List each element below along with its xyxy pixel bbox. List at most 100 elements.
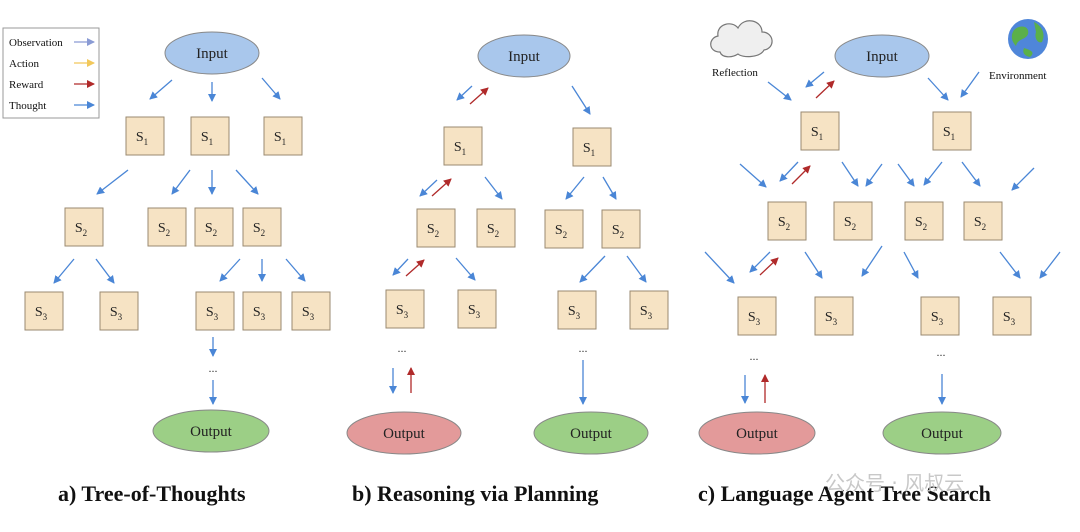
a-state-s2-box [147, 207, 187, 247]
legend: Observation Action Reward Thought [2, 27, 100, 119]
a-state-s2-box [64, 207, 104, 247]
a-thought-arrow [53, 258, 75, 284]
b-state-s3-box [557, 290, 597, 330]
cloud-icon [710, 20, 773, 58]
c-reward-arrow [759, 257, 779, 276]
c-thought-arrow [923, 161, 943, 186]
b-state-s3-box [457, 289, 497, 329]
c-state-s1-box [800, 111, 840, 151]
legend-box [2, 27, 100, 119]
a-thought-arrow [171, 169, 191, 195]
c-thought-arrow [804, 251, 823, 279]
c-observation-arrow [903, 251, 919, 279]
c-observation-arrow [739, 163, 767, 188]
a-state-s3-box [242, 291, 282, 331]
a-thought-arrow [149, 79, 173, 100]
c-ellipsis: ... [937, 345, 946, 359]
b-thought-arrow [484, 176, 503, 200]
a-input-node-text: Input [196, 46, 228, 62]
c-state-s3-box [920, 296, 960, 336]
b-output-node-text: Output [570, 426, 613, 442]
c-input-node [834, 34, 930, 78]
legend-label-reward: Reward [9, 79, 44, 91]
c-state-s3-box [737, 296, 777, 336]
b-thought-arrow [455, 257, 476, 281]
b-input-node-text: Input [508, 49, 540, 65]
c-observation-arrow [865, 163, 883, 187]
b-thought-arrow [626, 255, 647, 283]
a-state-s1-box [190, 116, 230, 156]
c-thought-arrow [749, 251, 771, 273]
c-observation-arrow [960, 71, 980, 98]
a-state-s1-box [125, 116, 165, 156]
c-observation-arrow [861, 245, 883, 277]
a-thought-arrow [95, 258, 115, 284]
b-state-s2-box [416, 208, 456, 248]
a-state-s3-box [99, 291, 139, 331]
b-reward-arrow [405, 259, 425, 277]
c-thought-arrow [927, 77, 949, 101]
c-thought-arrow [961, 161, 981, 187]
b-reward-arrow [469, 87, 489, 105]
globe-icon [1008, 19, 1048, 59]
c-reward-arrow [815, 80, 835, 99]
c-state-s3-box [992, 296, 1032, 336]
c-thought-arrow [999, 251, 1021, 279]
a-state-s3-box [24, 291, 64, 331]
c-observation-arrow [704, 251, 735, 284]
c-observation-arrow [767, 81, 792, 101]
c-output-node [882, 411, 1002, 455]
b-thought-arrow [456, 85, 473, 101]
c-reward-arrow [791, 165, 811, 185]
b-thought-arrow [602, 176, 617, 200]
b-state-s3-box [385, 289, 425, 329]
b-thought-arrow [392, 258, 409, 276]
b-state-s2-box [601, 209, 641, 249]
legend-label-observation: Observation [9, 37, 63, 49]
legend-label-thought: Thought [9, 100, 46, 112]
b-reward-arrow [431, 178, 452, 197]
caption-language-agent-tree-search: c) Language Agent Tree Search [698, 481, 991, 506]
c-state-s2-box [904, 201, 944, 241]
c-output-node [698, 411, 816, 455]
a-thought-arrow [235, 169, 259, 195]
b-thought-arrow [579, 255, 606, 283]
watermark: 公众号 · 风叔云 [825, 471, 964, 495]
c-state-s1-box [932, 111, 972, 151]
a-thought-arrow [285, 258, 306, 282]
c-state-s2-box [833, 201, 873, 241]
c-observation-arrow [1011, 167, 1035, 191]
b-thought-arrow [565, 176, 585, 200]
b-thought-arrow [571, 85, 591, 115]
b-thought-arrow [419, 179, 438, 197]
legend-label-action: Action [9, 58, 39, 70]
c-input-node-text: Input [866, 49, 898, 65]
caption-reasoning-via-planning: b) Reasoning via Planning [352, 481, 598, 506]
c-output-node-text: Output [736, 426, 779, 442]
c-thought-arrow [805, 71, 825, 88]
a-output-node-text: Output [190, 424, 233, 440]
a-state-s1-box [263, 116, 303, 156]
b-state-s3-box [629, 290, 669, 330]
b-state-s2-box [476, 208, 516, 248]
b-input-node [477, 34, 571, 78]
c-observation-arrow [897, 163, 915, 187]
a-state-s2-box [242, 207, 282, 247]
c-output-node-text: Output [921, 426, 964, 442]
c-state-s2-box [963, 201, 1003, 241]
b-state-s1-box [572, 127, 612, 167]
a-state-s3-box [291, 291, 331, 331]
reflection-label: Reflection [712, 67, 758, 79]
b-state-s1-box [443, 126, 483, 166]
c-state-s3-box [814, 296, 854, 336]
a-thought-arrow [219, 258, 241, 282]
c-ellipsis: ... [750, 349, 759, 363]
environment-label: Environment [989, 70, 1046, 82]
c-thought-arrow [841, 161, 859, 187]
a-state-s2-box [194, 207, 234, 247]
c-thought-arrow [779, 161, 799, 182]
a-state-s3-box [195, 291, 235, 331]
a-ellipsis: ... [209, 361, 218, 375]
